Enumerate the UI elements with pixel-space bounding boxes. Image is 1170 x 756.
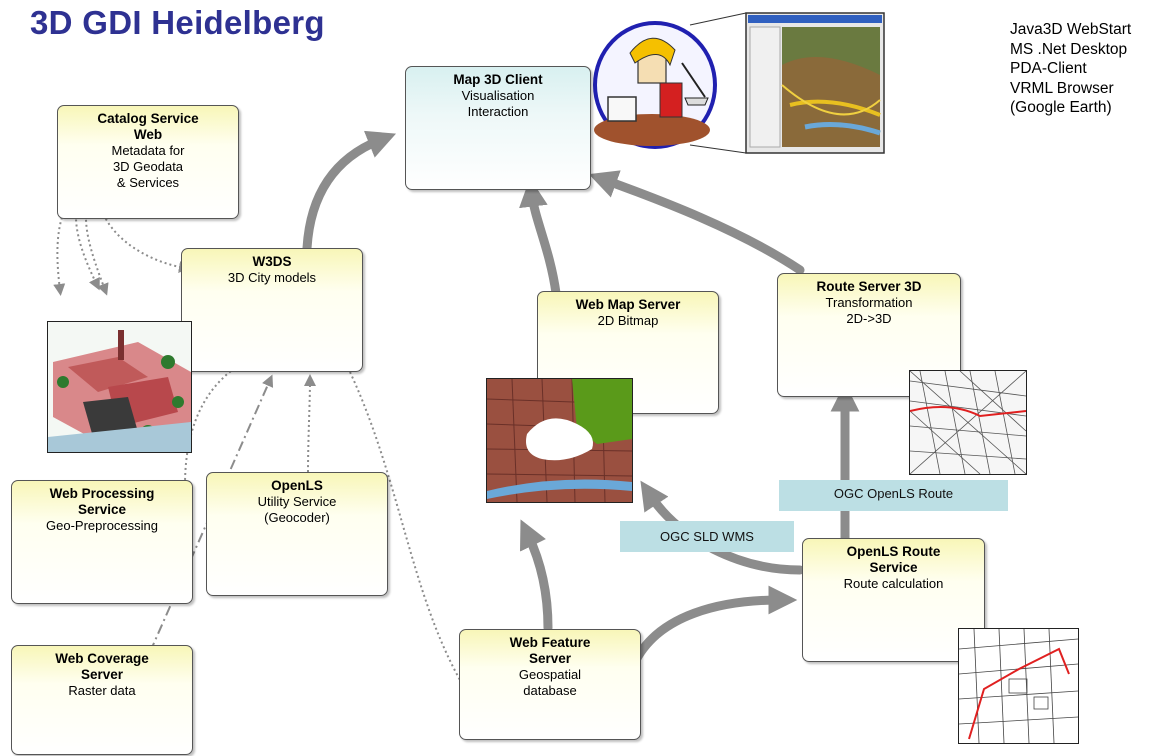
arrow-wfs-to-wms <box>519 519 553 633</box>
web-feature-server-title: Web Feature <box>509 635 591 650</box>
openls-utility-line: Utility Service <box>257 494 337 509</box>
openls-utility-box: OpenLS Utility Service (Geocoder) <box>206 472 388 596</box>
openls-utility-line: (Geocoder) <box>264 510 330 525</box>
dotted-catalog-3 <box>85 199 109 296</box>
w3ds-line: 3D City models <box>227 270 317 285</box>
arrow-wms-to-map3d <box>519 177 561 298</box>
web-processing-service-title: Service <box>77 502 127 517</box>
catalog-service-line: Metadata for <box>111 143 185 158</box>
w3ds-title: W3DS <box>252 254 292 269</box>
client-item: MS .Net Desktop <box>1010 40 1128 58</box>
ogc-openls-route-tag: OGC OpenLS Route <box>779 480 1008 511</box>
map3d-client-box: Map 3D Client Visualisation Interaction <box>405 66 591 190</box>
map3d-client-line: Visualisation <box>461 88 535 103</box>
client-item: PDA-Client <box>1010 60 1087 77</box>
openls-route-service-box: OpenLS Route Service Route calculation <box>802 538 985 662</box>
dotted-wps-to-w3ds <box>184 357 254 486</box>
dotted-w3ds-to-wfs <box>349 371 461 681</box>
route-server-3d-line: Transformation <box>825 295 913 310</box>
dotted-openls-to-w3ds <box>303 374 316 473</box>
web-coverage-server-title: Server <box>80 667 124 682</box>
web-processing-service-box: Web Processing Service Geo-Preprocessing <box>11 480 193 604</box>
bitmap-map-image <box>486 378 633 503</box>
catalog-service-title: Web <box>133 127 163 142</box>
client-item: Java3D WebStart <box>1010 21 1132 38</box>
web-feature-server-box: Web Feature Server Geospatial database <box>459 629 641 740</box>
catalog-service-line: 3D Geodata <box>112 159 184 174</box>
web-coverage-server-line: Raster data <box>68 683 136 698</box>
web-feature-server-line: Geospatial <box>518 667 582 682</box>
map3d-client-title: Map 3D Client <box>453 72 543 87</box>
client-list: Java3D WebStart MS .Net Desktop PDA-Clie… <box>1010 20 1131 118</box>
web-processing-service-title: Web Processing <box>49 486 155 501</box>
web-map-server-line: 2D Bitmap <box>597 313 659 328</box>
web-feature-server-line: database <box>523 683 577 698</box>
route-wireframe-image <box>909 370 1027 475</box>
openls-route-service-line: Route calculation <box>843 576 944 591</box>
route-server-3d-line: 2D->3D <box>846 311 892 326</box>
w3ds-box: W3DS 3D City models <box>181 248 363 372</box>
arrow-w3ds-to-map3d <box>302 130 397 253</box>
openls-utility-title: OpenLS <box>271 478 323 493</box>
page-title: 3D GDI Heidelberg <box>30 4 325 41</box>
arrow-wfs-to-openlsroute <box>631 585 798 665</box>
catalog-service-box: Catalog Service Web Metadata for 3D Geod… <box>57 105 239 219</box>
web-map-server-title: Web Map Server <box>575 297 681 312</box>
route-server-3d-title: Route Server 3D <box>816 279 922 294</box>
web-feature-server-title: Server <box>528 651 572 666</box>
catalog-service-line: & Services <box>116 175 180 190</box>
map3d-client-line: Interaction <box>467 104 529 119</box>
route-server-3d-box: Route Server 3D Transformation 2D->3D <box>777 273 961 397</box>
user-illustration <box>593 12 885 154</box>
catalog-service-title: Catalog Service <box>97 111 199 126</box>
route-map-image <box>958 628 1079 744</box>
web-coverage-server-box: Web Coverage Server Raster data <box>11 645 193 755</box>
client-item: (Google Earth) <box>1010 99 1112 116</box>
openls-route-service-title: Service <box>869 560 918 575</box>
dotted-catalog-2 <box>75 194 100 291</box>
city-model-image <box>47 321 192 453</box>
arrow-route3d-to-map3d <box>588 170 805 275</box>
ogc-sld-wms-tag: OGC SLD WMS <box>620 521 794 552</box>
openls-route-service-title: OpenLS Route <box>846 544 941 559</box>
client-item: VRML Browser <box>1010 79 1114 97</box>
web-coverage-server-title: Web Coverage <box>55 651 149 666</box>
web-processing-service-line: Geo-Preprocessing <box>46 518 158 533</box>
